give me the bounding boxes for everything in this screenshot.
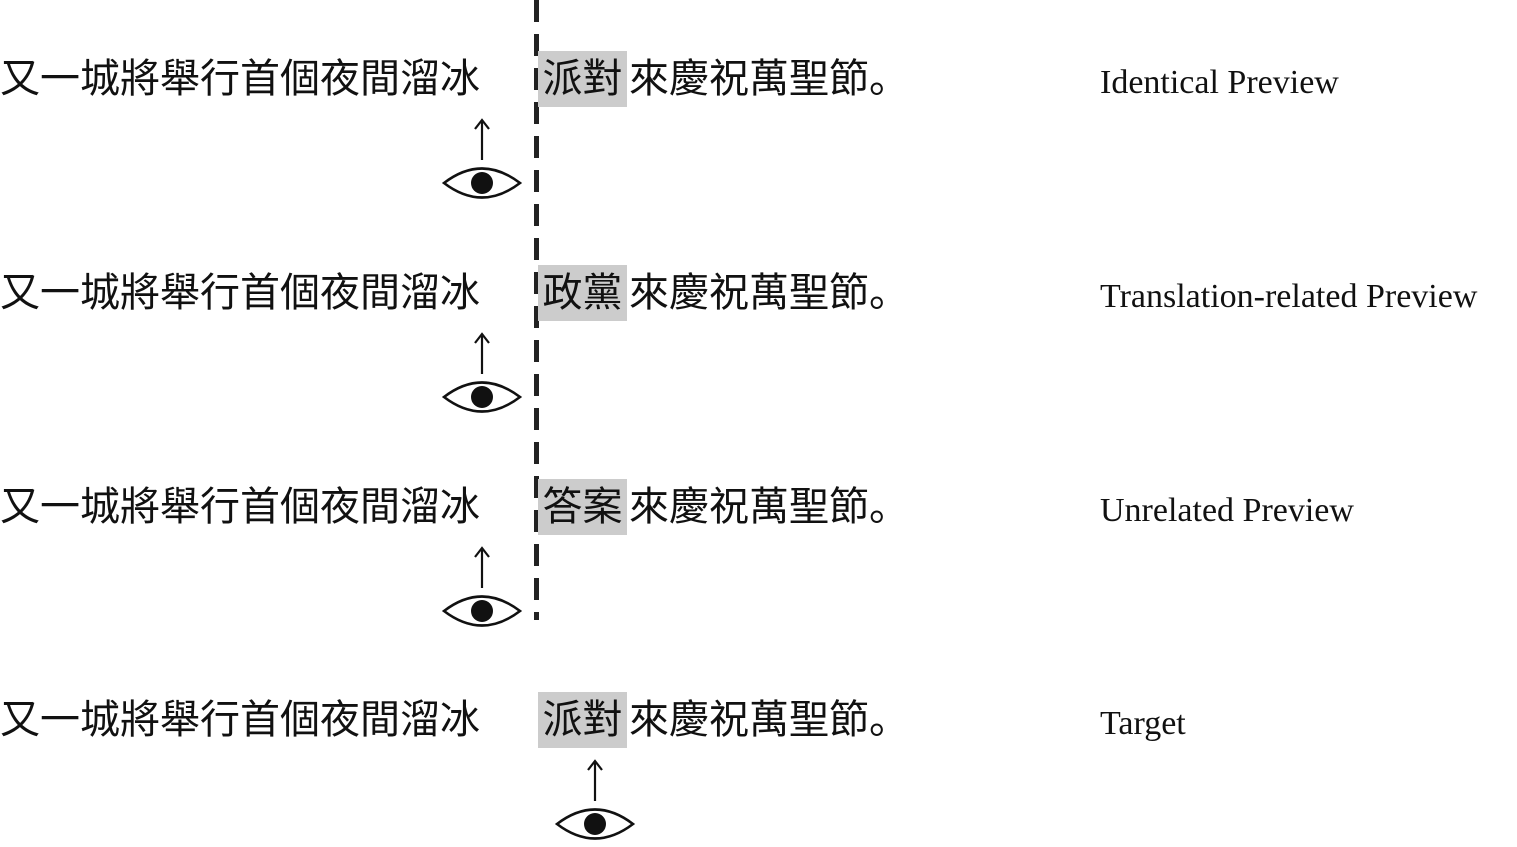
preview-word: 政黨 (538, 265, 627, 321)
eye-icon (554, 808, 636, 840)
fixation-marker-4 (554, 757, 636, 847)
fixation-marker-1 (441, 116, 523, 206)
sentence-pre-text: 又一城將舉行首個夜間溜冰 (0, 484, 480, 530)
sentence-post-text: 來慶祝萬聖節。 (629, 56, 909, 102)
arrow-up-icon (474, 118, 490, 160)
invisible-boundary-line (534, 0, 539, 620)
condition-label-unrelated: Unrelated Preview (1100, 492, 1354, 529)
target-word: 派對 (538, 692, 627, 748)
sentence-identical-preview: 又一城將舉行首個夜間溜冰 派對 來慶祝萬聖節。 (0, 50, 930, 108)
condition-label-target: Target (1100, 705, 1186, 742)
condition-label-identical: Identical Preview (1100, 64, 1339, 101)
arrow-up-icon (474, 546, 490, 588)
arrow-up-icon (587, 759, 603, 801)
sentence-target: 又一城將舉行首個夜間溜冰 派對 來慶祝萬聖節。 (0, 691, 930, 749)
eye-icon (441, 167, 523, 199)
sentence-pre-text: 又一城將舉行首個夜間溜冰 (0, 270, 480, 316)
sentence-post-text: 來慶祝萬聖節。 (629, 697, 909, 743)
sentence-post-text: 來慶祝萬聖節。 (629, 484, 909, 530)
sentence-unrelated-preview: 又一城將舉行首個夜間溜冰 答案 來慶祝萬聖節。 (0, 478, 930, 536)
sentence-translation-related-preview: 又一城將舉行首個夜間溜冰 政黨 來慶祝萬聖節。 (0, 264, 930, 322)
eye-icon (441, 595, 523, 627)
eye-icon (441, 381, 523, 413)
fixation-marker-3 (441, 544, 523, 634)
sentence-pre-text: 又一城將舉行首個夜間溜冰 (0, 56, 480, 102)
arrow-up-icon (474, 332, 490, 374)
preview-word: 答案 (538, 479, 627, 535)
sentence-post-text: 來慶祝萬聖節。 (629, 270, 909, 316)
fixation-marker-2 (441, 330, 523, 420)
condition-label-translation-related: Translation-related Preview (1100, 278, 1478, 315)
preview-word: 派對 (538, 51, 627, 107)
sentence-pre-text: 又一城將舉行首個夜間溜冰 (0, 697, 480, 743)
